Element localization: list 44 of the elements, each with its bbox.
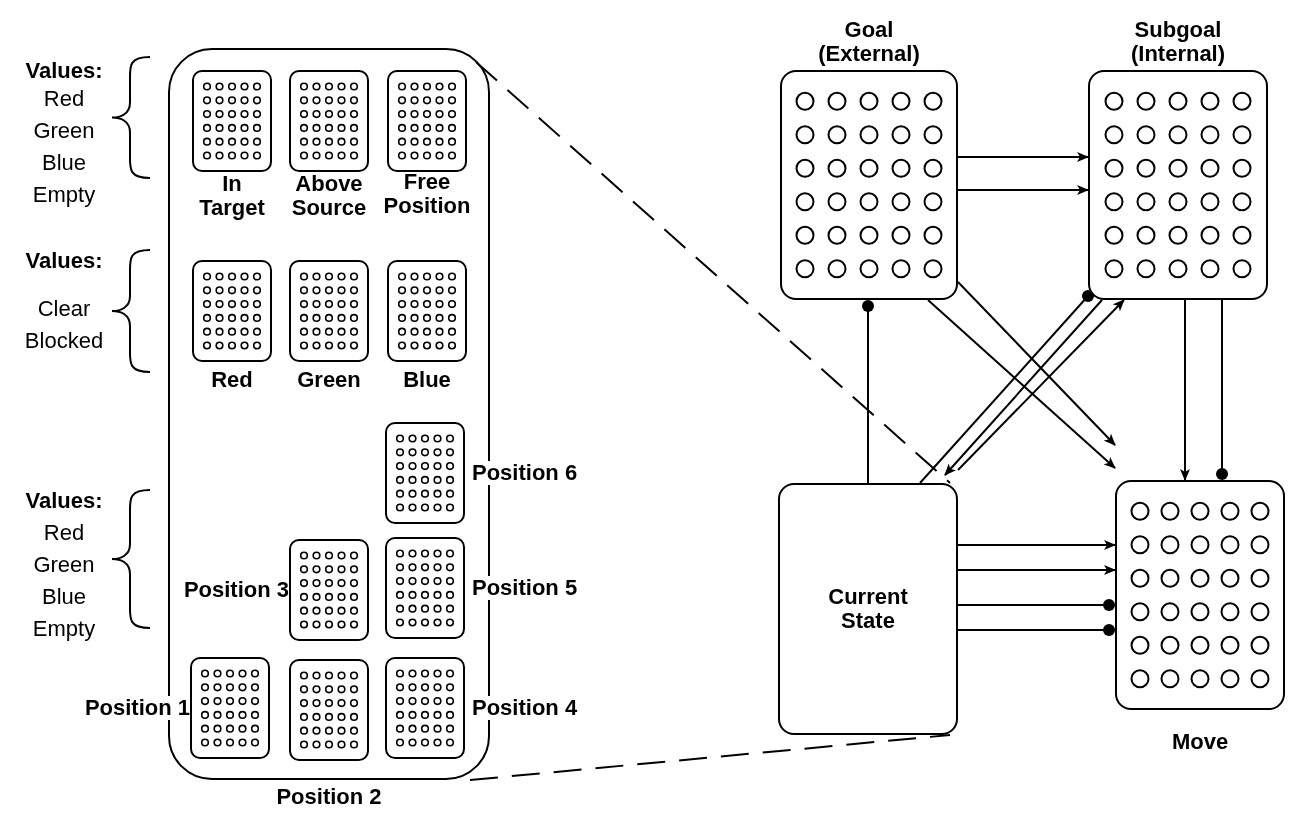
unit-label: Red [211,368,253,392]
value-label: Values: [25,58,103,84]
unit-label: Blue [403,368,451,392]
dashed-line [469,734,951,781]
arrow [957,299,1125,471]
arrow [927,299,1116,469]
unit-label: Free Position [383,170,471,218]
unit-label: Current State [828,585,908,633]
unit-label: Move [1171,730,1229,754]
unit-label: Position 2 [276,785,382,809]
value-label: Red [43,86,85,112]
arrow [957,540,1116,550]
unit-label: Subgoal (Internal) [1130,18,1226,66]
value-label: Values: [25,488,103,514]
unit-label: Above Source [291,172,367,220]
value-label: Red [43,520,85,546]
arrow [957,185,1089,195]
value-label: Green [33,552,95,578]
arrow [1180,299,1190,481]
arrow [957,565,1116,575]
arrow [957,152,1089,162]
connector-line [919,290,1094,484]
value-label: Empty [32,616,96,642]
connector-line [862,300,874,484]
connector-line [957,624,1115,636]
value-label: Clear [37,296,91,322]
connector-line [957,599,1115,611]
arrow [957,281,1116,446]
unit-label: Position 6 [471,461,579,485]
value-label: Values: [25,248,103,274]
unit-label: Position 5 [471,576,579,600]
value-label: Blue [42,150,86,176]
value-label: Blocked [24,328,104,354]
unit-label: Green [297,368,361,392]
unit-box [778,483,958,735]
unit-label: Position 4 [471,696,579,720]
arrow [944,299,1103,476]
connector-line [1216,299,1228,480]
value-label: Green [33,118,95,144]
value-label: Blue [42,584,86,610]
value-label: Empty [32,182,96,208]
unit-label: In Target [199,172,265,220]
unit-label: Position 1 [84,696,190,720]
unit-label: Goal (External) [818,18,920,66]
